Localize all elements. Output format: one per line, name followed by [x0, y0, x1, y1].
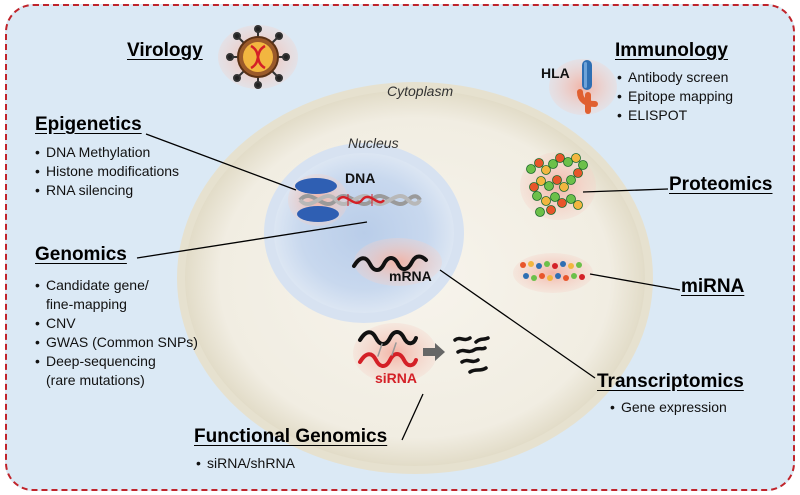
dna-label: DNA	[345, 170, 376, 186]
transcriptomics-heading: Transcriptomics	[597, 371, 744, 392]
sirna-label: siRNA	[375, 370, 418, 386]
list-item: (rare mutations)	[46, 372, 145, 388]
dna-icon	[295, 178, 422, 222]
functional-genomics-list: •siRNA/shRNA	[196, 454, 295, 473]
connector-epigenetics	[145, 133, 297, 191]
list-item: •ELISPOT	[617, 107, 688, 123]
transcriptomics-list: •Gene expression	[610, 398, 727, 417]
virus-icon	[226, 25, 290, 89]
sirna-icon	[358, 330, 418, 368]
list-item: •Epitope mapping	[617, 88, 734, 104]
connector-lines	[136, 133, 681, 441]
list-item: •Candidate gene/	[35, 277, 149, 293]
list-item: •Histone modifications	[35, 163, 180, 179]
list-item: •DNA Methylation	[35, 144, 151, 160]
list-item: fine-mapping	[46, 296, 127, 312]
genomics-list: •Candidate gene/ fine-mapping •CNV •GWAS…	[35, 276, 198, 390]
list-item: •siRNA/shRNA	[196, 455, 295, 471]
virology-heading: Virology	[127, 40, 203, 61]
proteomics-heading: Proteomics	[669, 174, 773, 195]
genomics-heading: Genomics	[35, 244, 127, 265]
immunology-heading: Immunology	[615, 40, 728, 61]
mrna-label: mRNA	[389, 268, 432, 284]
list-item: •Antibody screen	[617, 69, 729, 85]
list-item: •Gene expression	[610, 399, 727, 415]
connector-proteomics	[582, 188, 669, 193]
epigenetics-list: •DNA Methylation •Histone modifications …	[35, 143, 179, 200]
list-item: •RNA silencing	[35, 182, 134, 198]
immunology-list: •Antibody screen •Epitope mapping •ELISP…	[617, 68, 733, 125]
arrow-icon	[423, 343, 445, 361]
mirna-dots-icon	[520, 261, 585, 281]
connector-genomics	[136, 221, 368, 259]
epigenetics-heading: Epigenetics	[35, 114, 142, 135]
mrna-strand-icon	[352, 254, 428, 272]
cytoplasm-label: Cytoplasm	[387, 83, 454, 99]
mirna-heading: miRNA	[681, 276, 745, 297]
nucleus-label: Nucleus	[348, 135, 399, 151]
connector-transcriptomics	[439, 269, 596, 379]
connector-functional-genomics	[401, 393, 424, 441]
protein-chain-icon	[526, 153, 588, 217]
connector-mirna	[589, 273, 681, 291]
list-item: •GWAS (Common SNPs)	[35, 334, 198, 350]
mirna-highlight	[513, 253, 593, 293]
hla-receptor-icon	[577, 60, 598, 114]
list-item: •CNV	[35, 315, 76, 331]
functional-genomics-heading: Functional Genomics	[194, 426, 388, 447]
degraded-rna-icon	[453, 336, 490, 374]
list-item: •Deep-sequencing	[35, 353, 156, 369]
hla-label: HLA	[541, 65, 570, 81]
